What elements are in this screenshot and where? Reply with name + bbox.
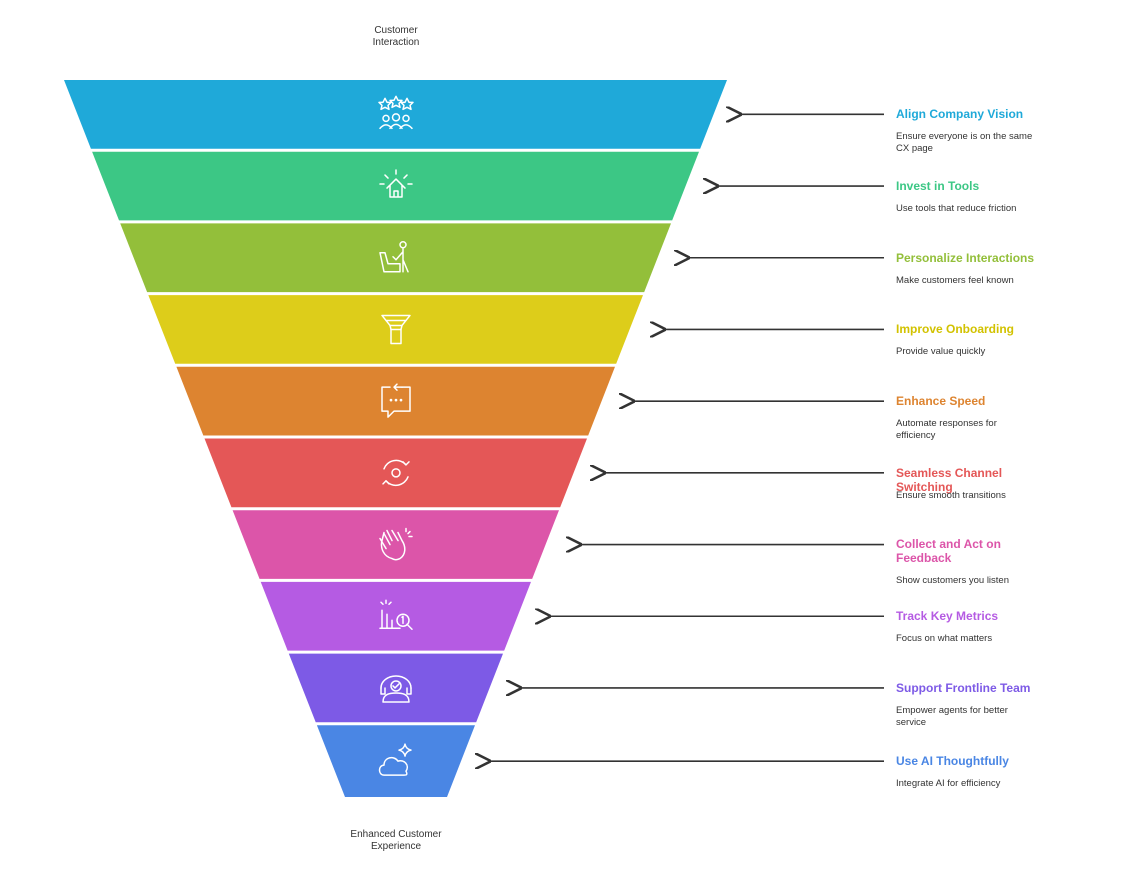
step-description: Automate responses for efficiency [896, 418, 997, 442]
step-title: Improve Onboarding [896, 322, 1015, 337]
step-title: Seamless Channel Switching [896, 465, 1003, 494]
metrics-search-icon [379, 599, 413, 630]
cycle-icon [382, 459, 410, 487]
funnel-band [92, 151, 700, 221]
step-description: Ensure smooth transitions [896, 489, 1006, 501]
step-title: Enhance Speed [896, 394, 986, 409]
funnel-bottom-label: Enhanced Customer Experience [350, 829, 442, 852]
step-title: Use AI Thoughtfully [896, 754, 1009, 769]
person-at-desk-icon [379, 241, 409, 273]
step-title: Invest in Tools [896, 179, 980, 194]
funnel-icon [381, 314, 411, 345]
funnel-band [120, 223, 671, 293]
step-title: Collect and Act on Feedback [896, 536, 1001, 565]
chat-refresh-icon [381, 383, 411, 418]
step-description: Empower agents for better service [896, 704, 1008, 728]
step-description: Make customers feel known [896, 274, 1014, 286]
step-description: Ensure everyone is on the same CX page [896, 131, 1033, 155]
step-title: Support Frontline Team [896, 680, 1031, 695]
step-description: Integrate AI for efficiency [896, 778, 1001, 790]
funnel-band [260, 581, 531, 651]
cloud-sparkle-icon [378, 743, 412, 776]
step-title: Personalize Interactions [896, 250, 1035, 265]
funnel-top-label: Customer Interaction [372, 25, 420, 48]
step-description: Use tools that reduce friction [896, 203, 1017, 215]
team-support-icon [380, 675, 412, 703]
stars-team-icon [378, 95, 414, 130]
funnel-band [232, 510, 559, 579]
step-title: Align Company Vision [896, 107, 1024, 122]
funnel-band [316, 725, 475, 797]
step-description: Show customers you listen [896, 574, 1009, 586]
house-icon [379, 169, 413, 198]
funnel-band [204, 438, 587, 508]
step-description: Provide value quickly [896, 346, 986, 358]
clapping-hands-icon [379, 527, 413, 561]
step-description: Focus on what matters [896, 633, 993, 645]
step-title: Track Key Metrics [896, 609, 999, 624]
